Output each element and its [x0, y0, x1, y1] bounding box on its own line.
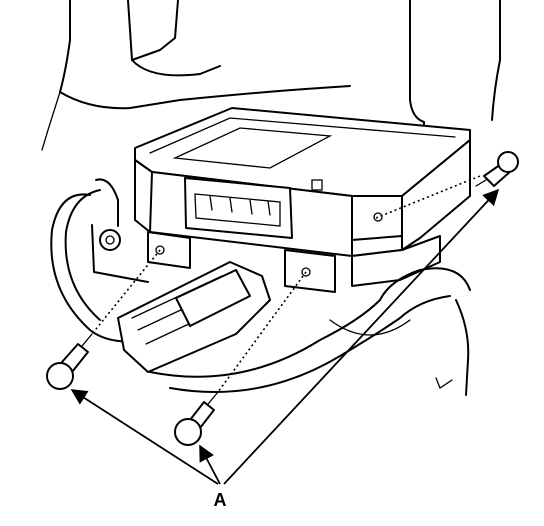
callout-arrows — [70, 188, 500, 485]
callout-label-a: A — [213, 490, 227, 510]
control-module — [134, 107, 471, 293]
wiring-harness — [50, 178, 471, 393]
bolt-icon — [174, 391, 219, 446]
vehicle-body-structure — [41, 0, 501, 396]
install-path-line — [375, 175, 481, 219]
bolt-icon — [46, 333, 93, 390]
bolt-icon — [475, 151, 519, 187]
install-path-line — [91, 249, 161, 335]
